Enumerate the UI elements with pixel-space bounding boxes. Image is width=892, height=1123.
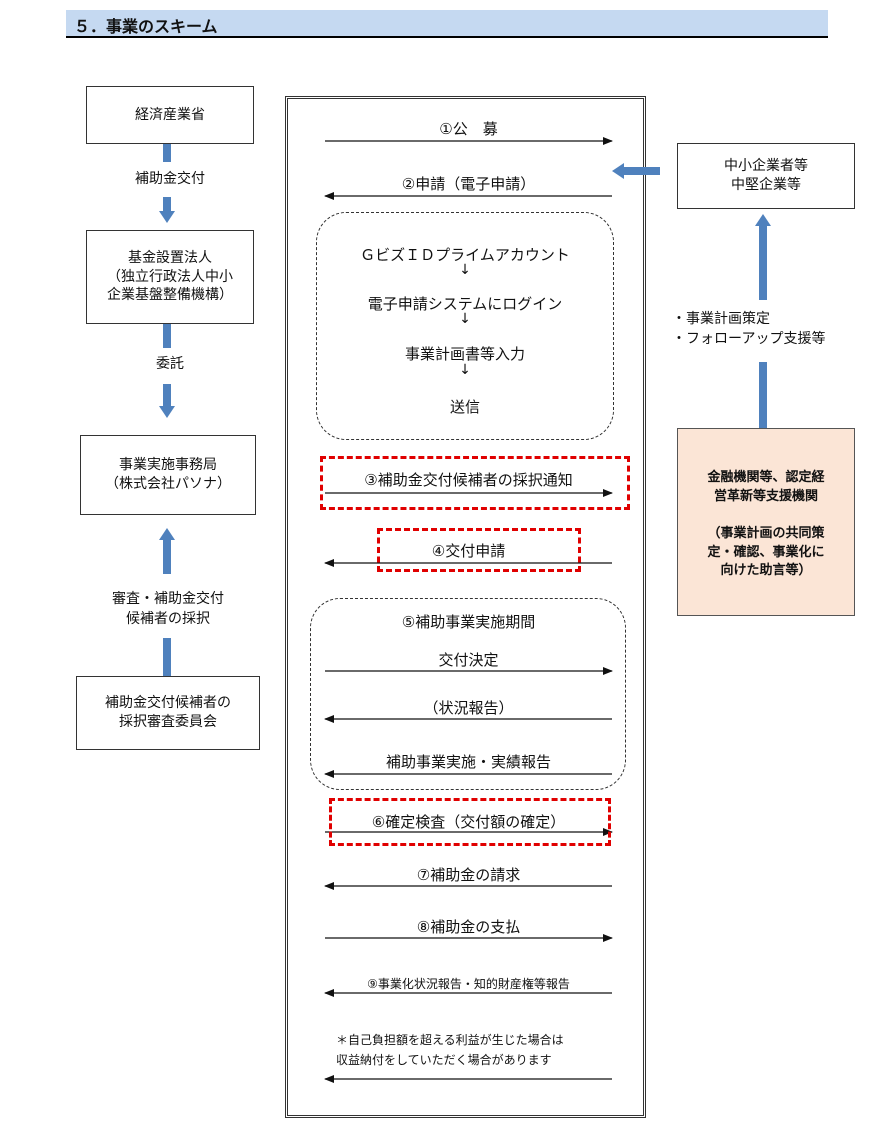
- step-3-label: ③補助金交付候補者の採択通知: [364, 471, 573, 489]
- step-7-label: ⑦補助金の請求: [416, 866, 521, 884]
- step-5-label: ⑤補助事業実施期間: [401, 613, 536, 631]
- advisor-box: 金融機関等、認定経 営革新等支援機関 （事業計画の共同策 定・確認、事業化に 向…: [677, 428, 855, 616]
- fund-label: 基金設置法人 （独立行政法人中小 企業基盤整備機構）: [107, 249, 233, 304]
- connector-bar: [624, 167, 660, 175]
- down-arrow-icon: ↓: [459, 311, 471, 327]
- meti-label: 経済産業省: [135, 106, 205, 123]
- arrow-up-icon: [755, 214, 771, 226]
- connector-bar: [163, 540, 171, 574]
- login-label: 電子申請システムにログイン: [367, 295, 563, 313]
- outsourcing-label: 委託: [156, 356, 184, 372]
- connector-bar: [759, 362, 767, 428]
- section-title: ５．事業のスキーム: [74, 17, 218, 36]
- arrow-down-icon: [159, 211, 175, 223]
- step-4-label: ④交付申請: [431, 542, 506, 560]
- connector-bar: [163, 144, 171, 162]
- advisor-subtitle: （事業計画の共同策 定・確認、事業化に 向けた助言等）: [707, 525, 825, 579]
- implementation-period-box: [310, 598, 626, 790]
- status-report-label: （状況報告）: [423, 699, 514, 717]
- performance-report-label: 補助事業実施・実績報告: [385, 753, 551, 771]
- fund-box: 基金設置法人 （独立行政法人中小 企業基盤整備機構）: [86, 230, 254, 324]
- down-arrow-icon: ↓: [459, 362, 471, 378]
- step-2-label: ②申請（電子申請）: [401, 175, 536, 193]
- support-label: ・事業計画策定 ・フォローアップ支援等: [672, 311, 826, 347]
- step-6-label: ⑥確定検査（交付額の確定）: [371, 813, 566, 831]
- office-box: 事業実施事務局 （株式会社パソナ）: [80, 435, 256, 515]
- connector-bar: [163, 638, 171, 676]
- scheme-frame: [285, 96, 646, 1118]
- send-label: 送信: [449, 398, 480, 416]
- connector-bar: [163, 384, 171, 406]
- highlight-box: [320, 456, 630, 510]
- step-9-label: ⑨事業化状況報告・知的財産権等報告: [367, 977, 570, 991]
- advisor-title: 金融機関等、認定経 営革新等支援機関: [707, 470, 825, 504]
- highlight-box: [377, 528, 581, 572]
- down-arrow-icon: ↓: [459, 262, 471, 278]
- connector-bar: [759, 226, 767, 300]
- e-application-flow-box: [316, 212, 614, 440]
- subsidy-delivery-label: 補助金交付: [135, 171, 205, 187]
- gbizid-label: ＧビズＩＤプライムアカウント: [360, 246, 570, 264]
- step-8-label: ⑧補助金の支払: [416, 918, 521, 936]
- review-label: 審査・補助金交付 候補者の採択: [112, 591, 224, 627]
- arrow-up-icon: [159, 528, 175, 540]
- sme-box: 中小企業者等 中堅企業等: [677, 143, 855, 209]
- sme-label: 中小企業者等 中堅企業等: [724, 158, 808, 193]
- office-label: 事業実施事務局 （株式会社パソナ）: [105, 457, 231, 492]
- arrow-down-icon: [159, 406, 175, 418]
- input-label: 事業計画書等入力: [404, 345, 525, 363]
- connector-bar: [163, 324, 171, 348]
- connector-bar: [163, 197, 171, 211]
- committee-box: 補助金交付候補者の 採択審査委員会: [76, 676, 260, 750]
- meti-box: 経済産業省: [86, 86, 254, 144]
- grant-decision-label: 交付決定: [438, 651, 499, 669]
- section-header: ５．事業のスキーム: [66, 10, 828, 38]
- highlight-box: [329, 798, 611, 846]
- profit-return-note: ＊自己負担額を超える利益が生じた場合は 収益納付をしていただく場合があります: [336, 1033, 564, 1068]
- arrow-left-icon: [612, 163, 624, 179]
- step-1-label: ①公 募: [439, 120, 498, 138]
- committee-label: 補助金交付候補者の 採択審査委員会: [105, 695, 231, 730]
